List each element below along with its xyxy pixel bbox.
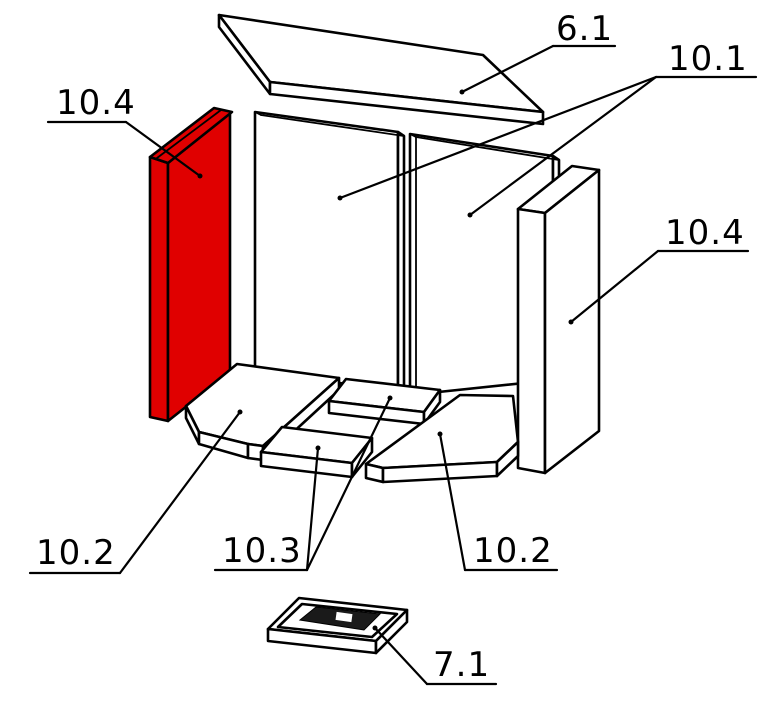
part-floor-brick-center-rear[interactable] xyxy=(327,377,442,426)
label-side-brick-right: 10.4 xyxy=(665,213,745,253)
label-floor-brick-right: 10.2 xyxy=(473,531,553,571)
part-side-brick-left-highlighted[interactable] xyxy=(148,106,234,423)
part-floor-brick-right[interactable] xyxy=(364,393,520,484)
part-back-panel-left[interactable] xyxy=(253,110,406,398)
label-floor-brick-left: 10.2 xyxy=(36,533,116,573)
part-top-plate[interactable] xyxy=(217,13,545,126)
part-side-brick-right[interactable] xyxy=(516,164,601,475)
highlighted-face xyxy=(148,155,170,423)
part-ash-tray[interactable] xyxy=(266,596,409,655)
label-top-plate: 6.1 xyxy=(556,9,613,49)
label-floor-brick-center: 10.3 xyxy=(222,531,302,571)
label-back-panels: 10.1 xyxy=(668,39,748,79)
leader-lines xyxy=(28,44,758,686)
label-ash-tray: 7.1 xyxy=(433,645,490,685)
label-side-brick-left: 10.4 xyxy=(56,83,136,123)
